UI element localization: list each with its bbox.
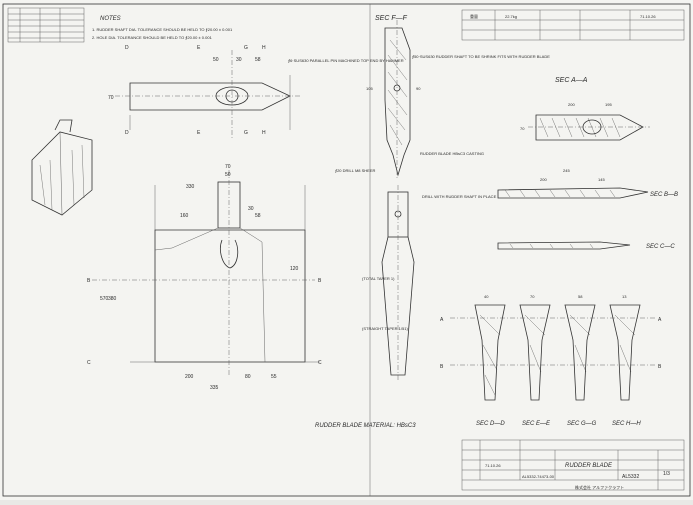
sheet-number: 1/3 — [663, 471, 670, 477]
section-hh-title: SEC H—H — [612, 421, 641, 427]
drawing-number: AL5332 — [622, 474, 639, 480]
title-block-top — [461, 9, 685, 41]
dim-200: 200 — [185, 374, 194, 380]
weight-value: 22.7kg — [505, 14, 517, 19]
section-aa-view — [528, 114, 650, 141]
section-cc-title: SEC C—C — [646, 244, 675, 250]
dim-330-top: 330 — [186, 184, 195, 190]
date-top: 71.10.26 — [640, 14, 656, 19]
dim-160: 160 — [180, 213, 189, 219]
marker-b-sec-right: B — [658, 364, 662, 370]
dim-58-g: 58 — [578, 294, 583, 299]
part-name: RUDDER BLADE — [565, 463, 613, 469]
dim-13-h: 13 — [622, 294, 627, 299]
drill-note-2: DRILL WITH RUDDER SHAFT IN PLACE — [422, 194, 497, 199]
section-ff-title: SEC F—F — [375, 15, 408, 22]
dim-570: 570 — [100, 296, 109, 302]
drill-note: ∮20 DRILL M8 SHEER — [335, 168, 376, 173]
title-block-bottom — [461, 439, 685, 491]
marker-g-bottom: G — [244, 130, 248, 136]
dim-200-aa: 200 — [568, 102, 575, 107]
dim-50: 50 — [213, 57, 219, 63]
section-gg-title: SEC G—G — [567, 421, 597, 427]
dim-30-front: 30 — [248, 206, 254, 212]
taper-note-2: (STRAIGHT TAPER 1/51) — [362, 326, 408, 331]
dim-120: 120 — [290, 266, 299, 272]
dim-90: 90 — [416, 86, 421, 91]
dim-195-aa: 195 — [605, 102, 612, 107]
section-dd-title: SEC D—D — [476, 421, 505, 427]
sheet-border — [2, 3, 691, 497]
marker-e-bottom: E — [197, 130, 201, 136]
dim-70-aa: 70 — [520, 126, 525, 131]
taper-note-1: (TOTAL TAPER 1) — [362, 276, 395, 281]
section-bb-title: SEC B—B — [650, 192, 678, 198]
marker-h-top: H — [262, 45, 266, 51]
revision-block — [7, 7, 85, 43]
notes-title: NOTES — [100, 16, 121, 22]
dim-70-e: 70 — [530, 294, 535, 299]
marker-a-left: A — [440, 317, 444, 323]
dim-80: 80 — [245, 374, 251, 380]
dim-335: 335 — [210, 385, 219, 391]
marker-b-sec: B — [440, 364, 444, 370]
marker-b-left: B — [87, 278, 91, 284]
marker-a-right: A — [658, 317, 662, 323]
section-bb-view — [497, 187, 649, 199]
ref-number: AL5332-74473-00 — [522, 474, 555, 479]
marker-g-top: G — [244, 45, 248, 51]
dim-55: 55 — [271, 374, 277, 380]
dim-50-front: 50 — [225, 172, 231, 178]
dim-58-front: 58 — [255, 213, 261, 219]
dim-200-bb: 200 — [540, 177, 547, 182]
dim-70: 70 — [108, 95, 114, 101]
top-view — [115, 50, 300, 140]
note-line-2: 2. HOLE DIA. TOLERANCE SHOULD BE HELD TO… — [92, 35, 213, 40]
company-name: 株式会社 アルファクラフト — [575, 484, 624, 490]
marker-c-right: C — [318, 360, 322, 366]
note-line-1: 1. RUDDER SHAFT DIA. TOLERANCE SHOULD BE… — [92, 27, 233, 32]
dim-105: 105 — [366, 86, 373, 91]
dim-70-front: 70 — [225, 164, 231, 170]
marker-h-bottom: H — [262, 130, 266, 136]
pin-note: ∮6·SUS630 PARALLEL PIN MACHINED TOP END … — [288, 58, 404, 63]
shaft-note: ∮50·SUS630 RUDDER SHAFT TO BE SHRINK FIT… — [412, 54, 550, 59]
weight-label: 重量 — [470, 13, 478, 19]
section-ee-title: SEC E—E — [522, 421, 551, 427]
marker-e-top: E — [197, 45, 201, 51]
blade-note: RUDDER BLADE HBsC3 CASTING — [420, 151, 484, 156]
section-cc-view — [497, 241, 631, 250]
marker-d-bottom: D — [125, 130, 129, 136]
dim-380: 380 — [108, 296, 117, 302]
marker-d-top: D — [125, 45, 129, 51]
dim-145: 145 — [598, 177, 605, 182]
material-note: RUDDER BLADE MATERIAL: HBsC3 — [315, 423, 416, 429]
date-bottom: 71.10.26 — [485, 463, 501, 468]
section-aa-title: SEC A—A — [555, 77, 588, 84]
section-profiles — [450, 304, 655, 401]
isometric-sketch — [31, 119, 93, 216]
dim-30: 30 — [236, 57, 242, 63]
side-view — [381, 185, 415, 380]
dim-40-d: 40 — [484, 294, 489, 299]
marker-b-right: B — [318, 278, 322, 284]
section-ff-view — [384, 20, 411, 180]
front-view — [130, 170, 320, 375]
marker-c-left: C — [87, 360, 91, 366]
dim-58: 58 — [255, 57, 261, 63]
dim-245: 245 — [563, 168, 570, 173]
